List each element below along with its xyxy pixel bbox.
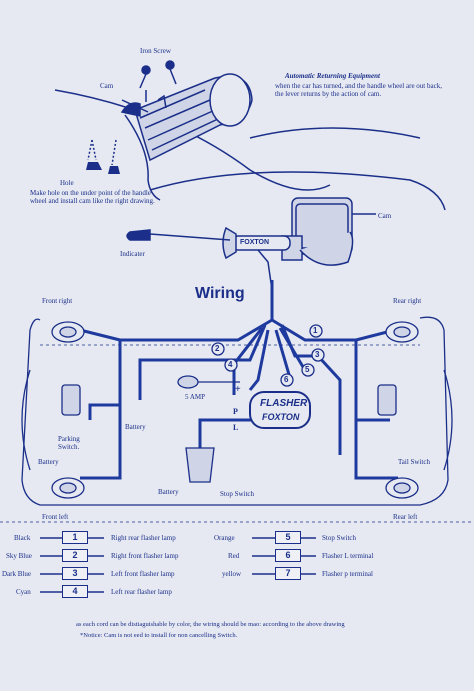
wire-number-circles (211, 324, 325, 387)
flasher-label-bottom: FOXTON (262, 412, 300, 422)
legend-color: Cyan (16, 588, 31, 596)
legend-color: Sky Blue (6, 552, 32, 560)
label-parking-switch: Parking Switch. (58, 435, 80, 451)
wire-number-6: 6 (284, 375, 289, 384)
legend-number-box: 3 (62, 567, 88, 580)
label-battery-left: Battery (125, 423, 146, 431)
legend-number-box: 2 (62, 549, 88, 562)
legend-color: Red (228, 552, 240, 560)
label-foxton-switch: FOXTON (240, 239, 270, 246)
tail-switch-body (377, 384, 397, 416)
wire-number-5: 5 (305, 365, 310, 374)
label-hole: Hole (60, 179, 74, 187)
diagram-title: Wiring (195, 285, 245, 302)
fuse-holder (177, 375, 199, 389)
label-auto-return-title: Automatic Returning Equipment (285, 72, 380, 80)
legend-color: Dark Blue (2, 570, 31, 578)
car-outline (21, 316, 453, 506)
legend-description: Left rear flasher lamp (111, 588, 172, 596)
label-rear-right: Rear right (393, 297, 422, 305)
label-term-l: L (233, 423, 239, 432)
label-iron-screw: Iron Screw (140, 47, 171, 55)
label-rear-left: Rear left (393, 513, 418, 521)
label-indicater: Indicater (120, 250, 145, 258)
label-auto-return-note: when the car has turned, and the handle … (275, 82, 442, 98)
flasher-label-top: FLASHER (260, 398, 308, 409)
legend-number-box: 1 (62, 531, 88, 544)
legend-number-box: 7 (275, 567, 301, 580)
steering-column-illustration (54, 60, 331, 201)
wire-number-1: 1 (313, 326, 318, 335)
label-front-left: Front left (42, 513, 69, 521)
legend-number-box: 5 (275, 531, 301, 544)
label-stop-switch: Stop Switch (220, 490, 255, 498)
legend-description: Stop Switch (322, 534, 357, 542)
label-battery-bottom: Battery (158, 488, 179, 496)
wire-number-2: 2 (215, 344, 220, 353)
footnote-notice: *Notice: Cam is not eed to install for n… (80, 632, 238, 639)
label-term-p: P (233, 407, 238, 416)
stop-switch-body (185, 447, 215, 483)
flasher-body (249, 391, 311, 429)
legend-wires (40, 537, 316, 593)
legend-color: Black (14, 534, 31, 542)
label-plus: + (235, 384, 241, 395)
legend-description: Flasher L terminal (322, 552, 374, 560)
parking-switch-body (61, 384, 81, 416)
wiring-harness (60, 280, 414, 480)
legend-description: Right front flasher lamp (111, 552, 179, 560)
label-fuse: 5 AMP (185, 393, 206, 401)
cam-illustration (126, 127, 446, 291)
label-front-right: Front right (42, 297, 73, 305)
lamps (51, 321, 419, 499)
legend-number-box: 6 (275, 549, 301, 562)
footnote-wiring: as each cord can be distiaguishable by c… (76, 621, 345, 628)
wire-number-4: 4 (228, 360, 233, 369)
legend-color: Orange (214, 534, 235, 542)
label-tail-switch: Tail Switch (398, 458, 430, 466)
legend-description: Flasher p terminal (322, 570, 373, 578)
label-cam-top: Cam (100, 82, 114, 90)
label-hole-note: Make hole on the under point of the hand… (30, 189, 155, 205)
label-battery-left2: Battery (38, 458, 59, 466)
label-cam-right: Cam (378, 212, 392, 220)
wire-number-3: 3 (315, 350, 320, 359)
legend-description: Right rear flasher lamp (111, 534, 176, 542)
legend-number-box: 4 (62, 585, 88, 598)
legend-color: yellow (222, 570, 242, 578)
legend-description: Left front flasher lamp (111, 570, 175, 578)
